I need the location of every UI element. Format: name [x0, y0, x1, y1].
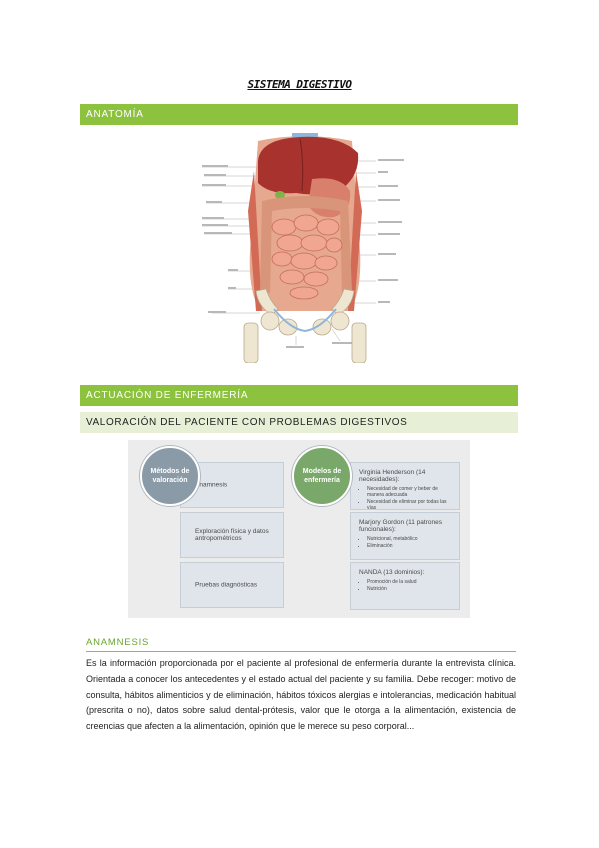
anamnesis-paragraph: Es la información proporcionada por el p…	[86, 658, 516, 732]
circle-modelos-enfermeria: Modelos de enfermería	[292, 446, 352, 506]
right-box-nanda: NANDA (13 dominios): Promoción de la sal…	[350, 562, 460, 610]
valoracion-diagram: Anamnesis Exploración física y datos ant…	[128, 440, 470, 618]
left-box-exploracion: Exploración física y datos antropométric…	[180, 512, 284, 558]
right-box-gordon: Marjory Gordon (11 patrones funcionales)…	[350, 512, 460, 560]
section-anatomia: ANATOMÍA	[80, 104, 518, 125]
page-title: SISTEMA DIGESTIVO	[247, 78, 352, 91]
section-anamnesis: ANAMNESIS	[86, 637, 150, 648]
section-valoracion-paciente: VALORACIÓN DEL PACIENTE CON PROBLEMAS DI…	[80, 412, 518, 433]
anatomy-illustration	[202, 133, 404, 363]
right-box-henderson: Virginia Henderson (14 necesidades): Nec…	[350, 462, 460, 511]
circle-metodos-valoracion: Métodos de valoración	[140, 446, 200, 506]
anamnesis-divider	[86, 651, 516, 652]
section-actuacion-enfermeria: ACTUACIÓN DE ENFERMERÍA	[80, 385, 518, 406]
left-box-pruebas: Pruebas diagnósticas	[180, 562, 284, 608]
